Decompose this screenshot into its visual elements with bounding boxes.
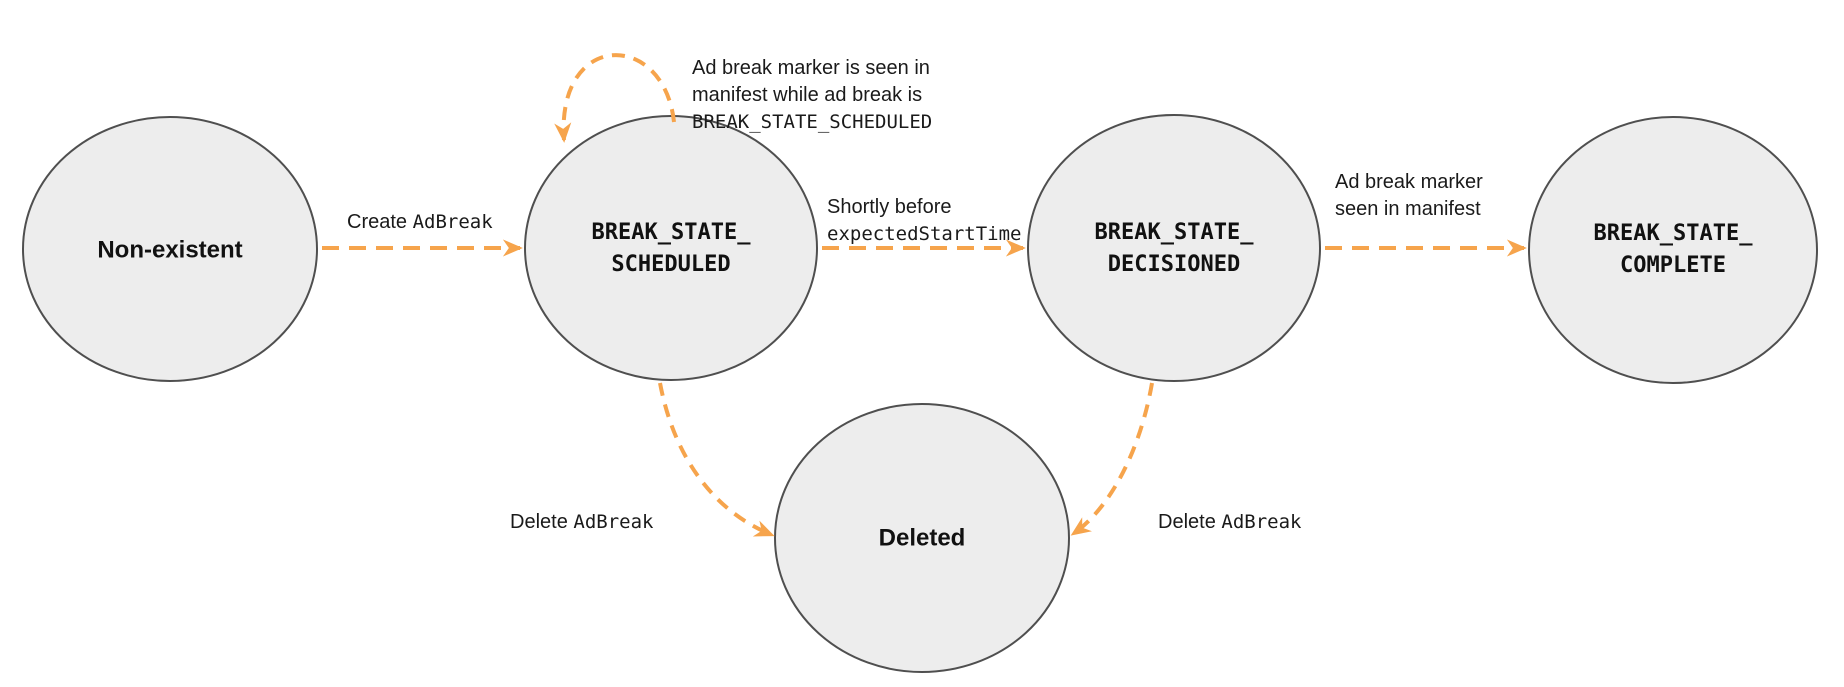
transition-label-self-loop: Ad break marker is seen in manifest whil… (692, 28, 932, 136)
state-circle-break-state-scheduled (524, 115, 818, 381)
state-circle-deleted (774, 403, 1070, 673)
state-circle-break-state-complete (1528, 116, 1818, 384)
transition-arrow-self-loop (554, 53, 676, 143)
transition-label-create-plain: Create (347, 211, 413, 233)
state-label-non-existent: Non-existent (97, 236, 243, 264)
transition-label-shortly-before: Shortly before expectedStartTime (827, 167, 1021, 248)
transition-label-delete-left-plain: Delete (510, 511, 574, 533)
transition-arrow-delete-right (1070, 382, 1154, 536)
transition-label-delete-adbreak-left: Delete AdBreak (510, 482, 653, 536)
state-label-break-state-scheduled: BREAK_STATE_ SCHEDULED (591, 220, 751, 277)
transition-label-delete-right-plain: Delete (1158, 511, 1222, 533)
transition-label-shortly-code: expectedStartTime (827, 223, 1022, 245)
transition-label-create-code: AdBreak (412, 211, 493, 233)
transition-arrow-delete-left (658, 382, 775, 537)
transition-label-shortly-plain: Shortly before (827, 196, 952, 218)
state-label-deleted: Deleted (878, 524, 966, 552)
state-circle-non-existent (22, 116, 318, 382)
transition-label-self-loop-code: BREAK_STATE_SCHEDULED (692, 111, 933, 133)
transition-label-marker-seen: Ad break marker seen in manifest (1335, 171, 1483, 220)
transition-label-delete-left-code: AdBreak (573, 511, 654, 533)
transition-label-delete-right-code: AdBreak (1221, 511, 1302, 533)
state-circle-break-state-decisioned (1027, 114, 1321, 382)
state-label-break-state-decisioned: BREAK_STATE_ DECISIONED (1094, 220, 1254, 277)
transition-label-create-adbreak: Create AdBreak (347, 182, 493, 236)
state-label-break-state-complete: BREAK_STATE_ COMPLETE (1593, 221, 1753, 278)
transition-label-delete-adbreak-right: Delete AdBreak (1158, 482, 1301, 536)
transition-label-self-loop-plain: Ad break marker is seen in manifest whil… (692, 57, 930, 106)
